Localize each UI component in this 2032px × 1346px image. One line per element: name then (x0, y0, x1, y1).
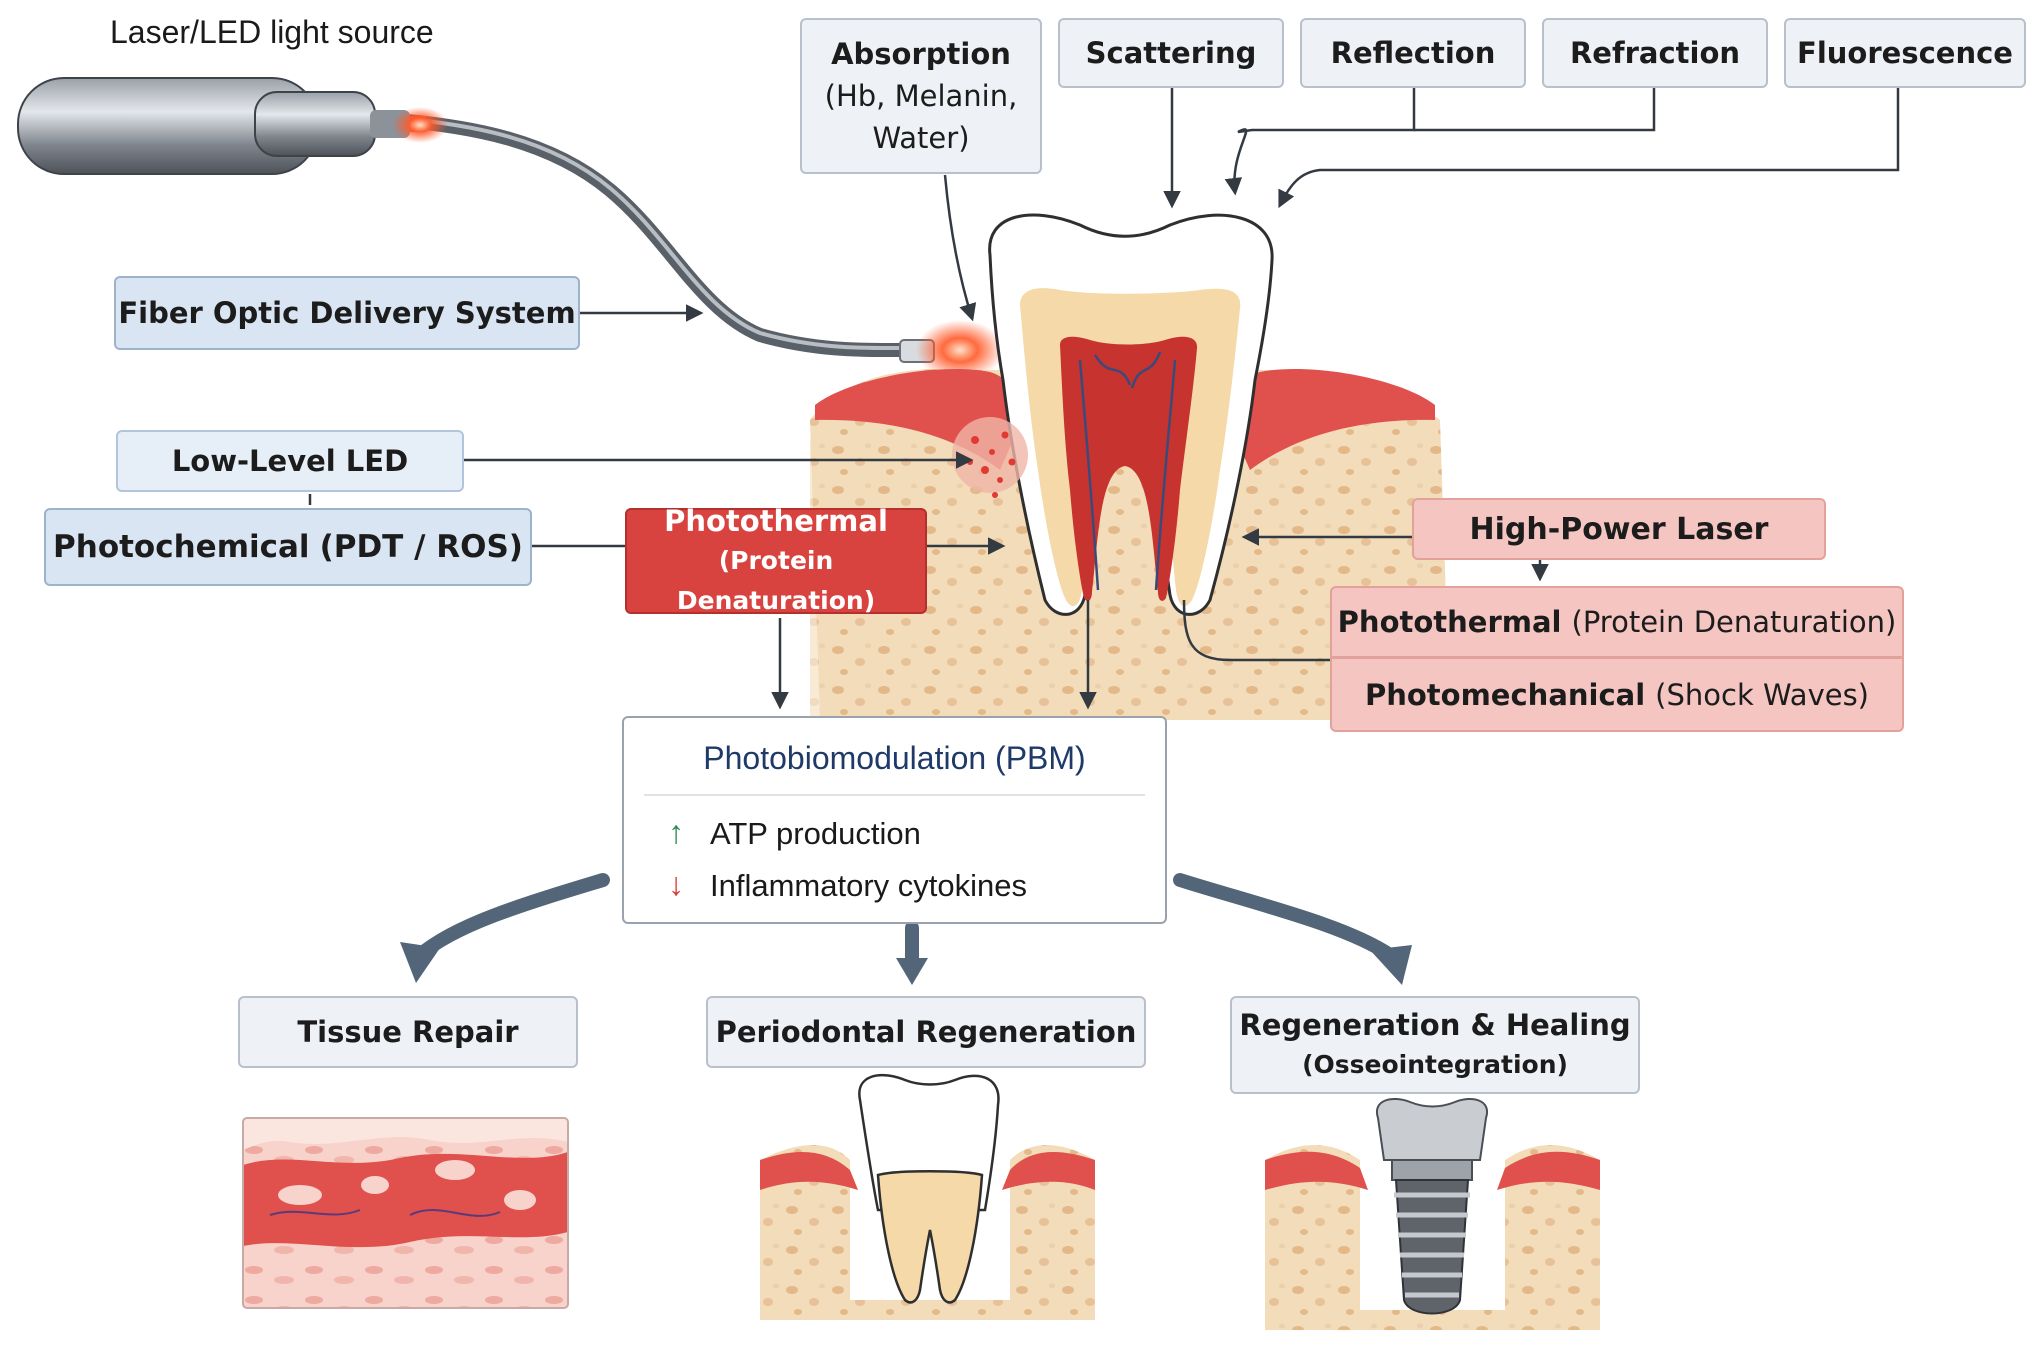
refraction-box: Refraction (1542, 18, 1768, 88)
healing-box: Regeneration & Healing (Osseointegration… (1230, 996, 1640, 1094)
photothermal-center-box: Photothermal (Protein Denaturation) (625, 504, 927, 615)
laser-handpiece (17, 77, 1004, 380)
tissue-repair-illustration (242, 1117, 569, 1309)
photochemical-label: Photochemical (53, 529, 310, 565)
down-arrow-icon: ↓ (668, 866, 684, 902)
fiber-optic-box: Fiber Optic Delivery System (114, 276, 580, 350)
outcome-arrowhead-left (400, 942, 440, 983)
absorption-title: Absorption (831, 37, 1011, 71)
photothermal-right-box: Photothermal (Protein Denaturation) (1330, 586, 1904, 658)
up-arrow-icon: ↑ (668, 814, 684, 850)
photomechanical-box: Photomechanical (Shock Waves) (1330, 658, 1904, 732)
reflection-box: Reflection (1300, 18, 1526, 88)
high-power-laser-box: High-Power Laser (1412, 498, 1826, 560)
tissue-repair-box: Tissue Repair (238, 996, 578, 1068)
healing-title: Regeneration & Healing (1239, 1008, 1631, 1042)
absorption-line3: Water) (872, 121, 970, 155)
scattering-box: Scattering (1058, 18, 1284, 88)
photothermal-center-title: Photothermal (664, 504, 888, 538)
implant-illustration (1265, 1098, 1600, 1330)
healing-sub: (Osseointegration) (1302, 1050, 1568, 1079)
low-level-led-box: Low-Level LED (116, 430, 464, 492)
light-source-label: Laser/LED light source (110, 14, 434, 50)
photochemical-detail: (PDT / ROS) (319, 529, 523, 565)
photomechanical-detail: (Shock Waves) (1655, 677, 1869, 712)
connector-arrows (308, 88, 1900, 710)
pbm-item-atp: ATP production (710, 816, 921, 851)
pbm-divider (644, 794, 1145, 796)
pbm-box: Photobiomodulation (PBM) ↑ ATP productio… (622, 716, 1167, 924)
absorption-line2: (Hb, Melanin, (824, 79, 1018, 113)
periodontal-illustration (760, 1073, 1095, 1320)
periodontal-box: Periodontal Regeneration (706, 996, 1146, 1068)
photochemical-box: Photochemical (PDT / ROS) (44, 508, 532, 586)
photothermal-center-sub: (Protein Denaturation) (676, 546, 876, 615)
pbm-title: Photobiomodulation (PBM) (703, 740, 1086, 776)
pbm-item-cytokines: Inflammatory cytokines (710, 868, 1027, 903)
photomechanical-label: Photomechanical (1364, 677, 1646, 712)
photothermal-right-label: Photothermal (1337, 605, 1562, 639)
outcome-arrowhead-middle (896, 958, 928, 985)
fluorescence-box: Fluorescence (1784, 18, 2026, 88)
absorption-box: Absorption (Hb, Melanin, Water) (800, 18, 1042, 174)
outcome-arrowhead-right (1370, 945, 1412, 985)
photothermal-right-detail: (Protein Denaturation) (1571, 605, 1897, 639)
